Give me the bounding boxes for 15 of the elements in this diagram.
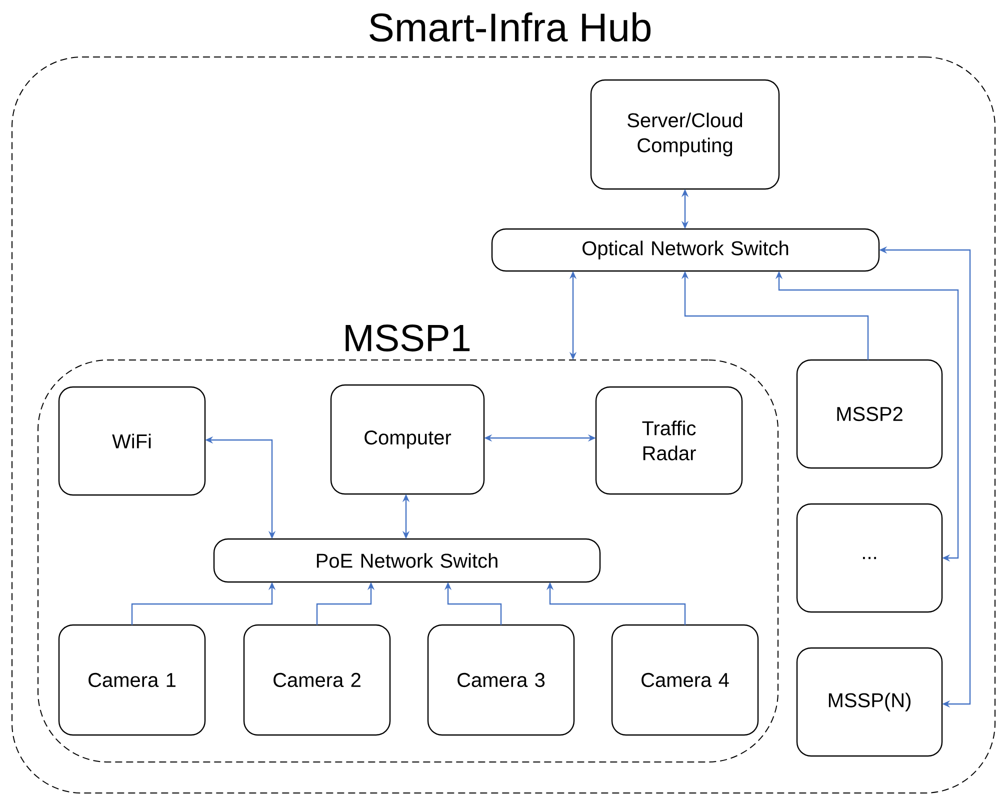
device-box: Traffic Radar xyxy=(595,386,743,495)
device-box: WiFi xyxy=(58,386,206,496)
device-box: PoE Network Switch xyxy=(213,538,601,583)
device-box: ... xyxy=(796,503,943,613)
group-title: Smart-Infra Hub xyxy=(370,12,651,42)
device-box: Camera 1 xyxy=(58,624,206,736)
device-box: Camera 2 xyxy=(243,624,391,736)
device-box: MSSP(N) xyxy=(796,647,943,757)
device-box: Server/Cloud Computing xyxy=(590,79,780,190)
device-box: Camera 4 xyxy=(611,624,759,736)
device-box: Computer xyxy=(330,384,485,495)
device-box: Camera 3 xyxy=(427,624,575,736)
device-box: MSSP2 xyxy=(796,359,943,469)
group-title: MSSP1 xyxy=(346,324,470,352)
device-box: Optical Network Switch xyxy=(491,228,880,272)
